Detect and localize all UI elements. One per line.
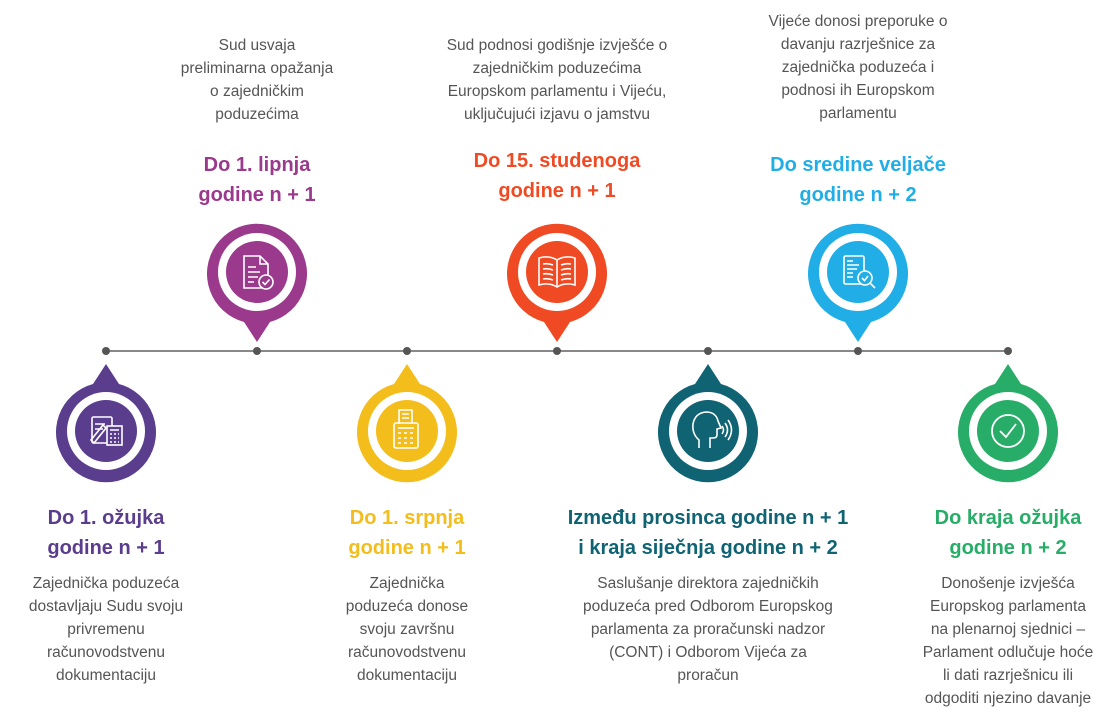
desc-line: Zajednička poduzeća bbox=[32, 575, 180, 592]
document-check-icon bbox=[243, 255, 274, 290]
desc-line: (CONT) i Odborom Vijeća za bbox=[609, 644, 807, 661]
milestone-title-line: godine n + 1 bbox=[498, 180, 616, 202]
milestone-description: Zajednička poduzeća dostavljaju Sudu svo… bbox=[16, 572, 196, 687]
calculator-document-icon bbox=[89, 416, 123, 446]
desc-line: Europskog parlamenta bbox=[930, 598, 1086, 615]
milestone-title: Do 1. ožujka godine n + 1 bbox=[6, 503, 206, 563]
document-search-icon bbox=[843, 255, 876, 289]
milestone-title-line: Do sredine veljače bbox=[770, 154, 946, 176]
desc-line: Zajednička bbox=[369, 575, 445, 592]
desc-line: parlamenta za proračunski nadzor bbox=[590, 621, 826, 638]
milestone-pin bbox=[352, 364, 462, 496]
printing-calculator-icon bbox=[393, 409, 419, 449]
desc-line: proračun bbox=[677, 667, 739, 684]
milestone-pin bbox=[202, 210, 312, 342]
milestone-title-line: godine n + 1 bbox=[198, 184, 316, 206]
desc-line: zajednička poduzeća i bbox=[781, 59, 935, 76]
desc-line: poduzeća donose bbox=[345, 598, 469, 615]
timeline-tick bbox=[1004, 347, 1012, 355]
desc-line: odgoditi njezino davanje bbox=[924, 690, 1092, 707]
timeline-tick bbox=[553, 347, 561, 355]
desc-line: svoju završnu bbox=[359, 621, 455, 638]
desc-line: parlamentu bbox=[819, 105, 897, 122]
desc-line: poduzeća pred Odborom Europskog bbox=[583, 598, 833, 615]
desc-line: o zajedničkim bbox=[210, 83, 304, 100]
desc-line: zajedničkim poduzećima bbox=[472, 60, 642, 77]
desc-line: privremenu bbox=[67, 621, 145, 638]
desc-line: Saslušanje direktora zajedničkih bbox=[597, 575, 819, 592]
milestone-description: Sud usvaja preliminarna opažanja o zajed… bbox=[172, 34, 342, 126]
milestone-title: Do 1. lipnja godine n + 1 bbox=[157, 150, 357, 210]
milestone-pin bbox=[803, 210, 913, 342]
milestone-title-line: Između prosinca godine n + 1 bbox=[567, 507, 849, 529]
milestone-title: Do 15. studenoga godine n + 1 bbox=[437, 146, 677, 206]
milestone-title-line: Do 15. studenoga bbox=[473, 150, 641, 172]
milestone-description: Vijeće donosi preporuke o davanju razrje… bbox=[738, 10, 978, 125]
desc-line: podnosi ih Europskom bbox=[781, 82, 935, 99]
desc-line: dokumentaciju bbox=[357, 667, 457, 684]
milestone-pin bbox=[502, 210, 612, 342]
milestone-title-line: Do 1. lipnja bbox=[203, 154, 311, 176]
desc-line: na plenarnoj sjednici – bbox=[930, 621, 1086, 638]
milestone-title-line: godine n + 2 bbox=[799, 184, 917, 206]
desc-line: preliminarna opažanja bbox=[180, 60, 334, 77]
desc-line: Parlament odlučuje hoće bbox=[922, 644, 1094, 661]
milestone-title: Između prosinca godine n + 1 i kraja sij… bbox=[528, 503, 888, 563]
desc-line: računovodstvenu bbox=[46, 644, 166, 661]
milestone-title: Do sredine veljače godine n + 2 bbox=[738, 150, 978, 210]
timeline-tick bbox=[102, 347, 110, 355]
desc-line: dostavljaju Sudu svoju bbox=[28, 598, 184, 615]
desc-line: Vijeće donosi preporuke o bbox=[768, 13, 948, 30]
desc-line: poduzećima bbox=[215, 106, 299, 123]
milestone-description: Saslušanje direktora zajedničkih poduzeć… bbox=[558, 572, 858, 687]
milestone-pin bbox=[51, 364, 161, 496]
desc-line: računovodstvenu bbox=[347, 644, 467, 661]
milestone-title-line: Do 1. srpnja bbox=[349, 507, 465, 529]
desc-line: Europskom parlamentu i Vijeću, bbox=[447, 83, 667, 100]
milestone-title-line: i kraja siječnja godine n + 2 bbox=[578, 537, 838, 559]
desc-line: Sud usvaja bbox=[218, 37, 296, 54]
milestone-description: Sud podnosi godišnje izvješće o zajednič… bbox=[407, 34, 707, 126]
milestone-description: Donošenje izvješća Europskog parlamenta … bbox=[908, 572, 1108, 710]
milestone-title-line: Do kraja ožujka bbox=[934, 507, 1082, 529]
milestone-title: Do 1. srpnja godine n + 1 bbox=[307, 503, 507, 563]
milestone-pin bbox=[953, 364, 1063, 496]
desc-line: li dati razrješnicu ili bbox=[942, 667, 1074, 684]
checkmark-circle-icon bbox=[991, 414, 1025, 448]
desc-line: davanju razrješnice za bbox=[780, 36, 936, 53]
timeline-tick bbox=[253, 347, 261, 355]
desc-line: dokumentaciju bbox=[56, 667, 156, 684]
desc-line: uključujući izjavu o jamstvu bbox=[463, 106, 651, 123]
milestone-title-line: godine n + 1 bbox=[47, 537, 165, 559]
open-book-icon bbox=[538, 256, 576, 288]
timeline-tick bbox=[854, 347, 862, 355]
timeline-tick bbox=[403, 347, 411, 355]
milestone-description: Zajednička poduzeća donose svoju završnu… bbox=[327, 572, 487, 687]
milestone-title-line: Do 1. ožujka bbox=[47, 507, 165, 529]
milestone-title: Do kraja ožujka godine n + 2 bbox=[918, 503, 1098, 563]
milestone-pin bbox=[653, 364, 763, 496]
milestone-title-line: godine n + 2 bbox=[949, 537, 1067, 559]
desc-line: Donošenje izvješća bbox=[941, 575, 1075, 592]
milestone-title-line: godine n + 1 bbox=[348, 537, 466, 559]
desc-line: Sud podnosi godišnje izvješće o bbox=[446, 37, 668, 54]
speaking-head-icon bbox=[692, 411, 733, 448]
timeline-tick bbox=[704, 347, 712, 355]
